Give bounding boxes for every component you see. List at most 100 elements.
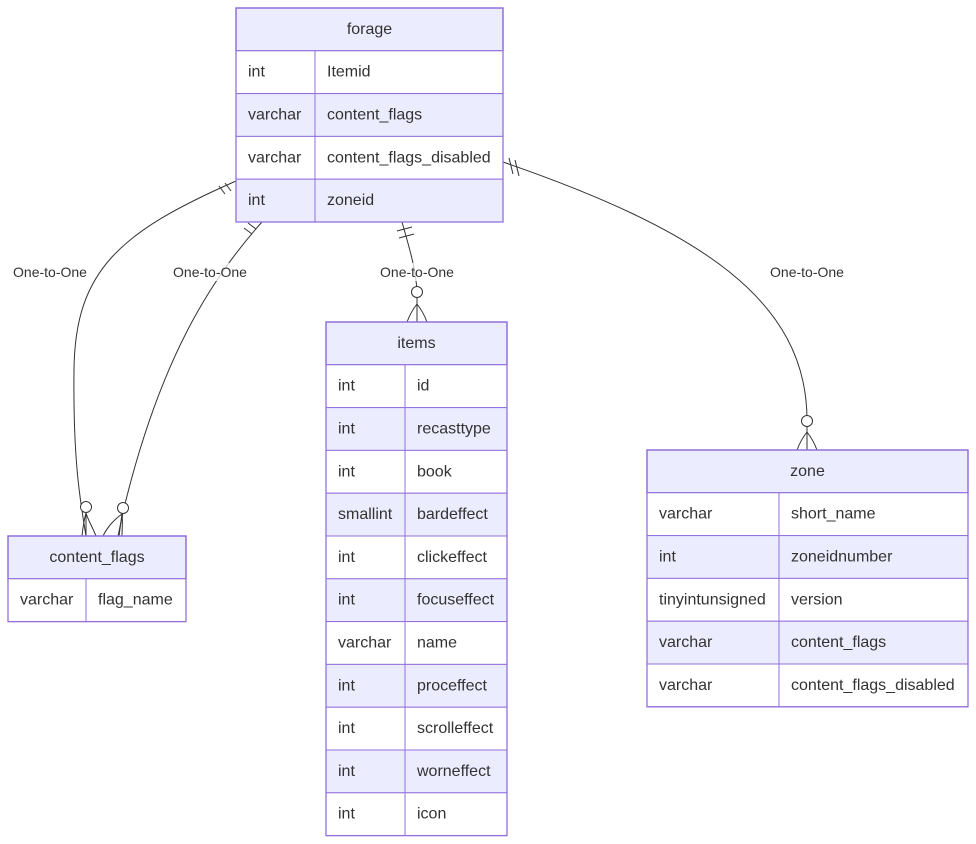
attribute-type-cell (325, 621, 406, 665)
attribute-type: varchar (248, 107, 302, 124)
attribute-name-cell (778, 577, 969, 622)
attribute-type: int (338, 720, 355, 737)
attribute-type: int (338, 763, 355, 780)
cardinality-one-marker (218, 185, 226, 195)
relationship-label-text: One-to-One (13, 264, 87, 280)
attribute-name-cell (404, 749, 508, 794)
attribute-name-cell (778, 620, 969, 665)
table-row: smallint bardeffect (325, 492, 508, 537)
table-row: int recasttype (325, 407, 508, 451)
relationship-label-text: One-to-One (380, 264, 454, 280)
attribute-type-cell (235, 93, 316, 137)
entity-border (235, 7, 504, 223)
attribute-type: int (338, 592, 355, 609)
attribute-type: varchar (659, 677, 713, 694)
cardinality-one-marker (243, 227, 253, 235)
cardinality-one-marker (224, 182, 232, 192)
cardinality-zero-marker (411, 286, 423, 298)
relationship-label-text: One-to-One (770, 264, 844, 280)
label-background (769, 263, 845, 281)
table-row: int scrolleffect (325, 706, 508, 751)
attribute-type: int (248, 192, 265, 209)
relationship-edge (502, 157, 818, 451)
attribute-name: clickeffect (417, 549, 488, 566)
attribute-name: recasttype (417, 421, 491, 438)
attribute-name: flag_name (98, 592, 173, 609)
table-row: int icon (325, 792, 508, 837)
entity-header (7, 535, 187, 580)
attribute-type-cell (646, 535, 780, 579)
table-row: int proceffect (325, 663, 508, 708)
table-row: int zoneid (235, 178, 504, 223)
attribute-type-cell (325, 578, 406, 623)
attribute-name: zoneid (327, 192, 374, 209)
entity-title: content_flags (49, 549, 144, 566)
cardinality-one-marker (398, 233, 415, 239)
attribute-type: varchar (659, 506, 713, 523)
attribute-name-cell (314, 178, 504, 223)
attribute-type-cell (325, 749, 406, 794)
relationship-label: One-to-One (172, 263, 248, 281)
table-row: int focuseffect (325, 578, 508, 623)
attribute-name: bardeffect (417, 506, 488, 523)
entity-title: items (397, 335, 435, 352)
attribute-type-cell (235, 135, 316, 180)
attribute-type: int (338, 806, 355, 823)
attribute-type: smallint (338, 506, 393, 523)
cardinality-one-marker (514, 159, 520, 177)
attribute-name: name (417, 635, 457, 652)
cardinality-one-marker (396, 226, 413, 232)
table-row: int worneffect (325, 749, 508, 794)
attribute-name-cell (404, 364, 508, 409)
attribute-name: version (791, 591, 843, 608)
attribute-name: worneffect (416, 763, 491, 780)
attribute-name-cell (778, 663, 969, 708)
attribute-type: int (338, 421, 355, 438)
attribute-type: varchar (659, 634, 713, 651)
label-background (12, 263, 88, 281)
attribute-name: id (417, 378, 429, 395)
attribute-type: int (338, 677, 355, 694)
attribute-type: int (659, 549, 676, 566)
attribute-name: proceffect (417, 677, 488, 694)
attribute-type-cell (325, 706, 406, 751)
attribute-type-cell (235, 178, 316, 223)
relationship-label: One-to-One (12, 263, 88, 281)
cardinality-one-marker (247, 222, 257, 230)
attribute-type: varchar (338, 635, 392, 652)
attribute-name-cell (404, 449, 508, 494)
cardinality-many-marker (102, 513, 123, 537)
cardinality-many-marker (81, 512, 97, 537)
entity-border (7, 535, 187, 623)
attribute-name: zoneidnumber (791, 549, 893, 566)
relationship-label: One-to-One (379, 263, 455, 281)
attribute-name: focuseffect (417, 592, 495, 609)
cardinality-zero-marker (117, 502, 129, 514)
table-row: int clickeffect (325, 535, 508, 580)
attribute-name: icon (417, 806, 446, 823)
attribute-type: int (338, 549, 355, 566)
relationship-edge (102, 221, 263, 537)
attribute-name-cell (314, 93, 504, 137)
entity-header (235, 7, 504, 52)
relationship-label-text: One-to-One (173, 264, 247, 280)
attribute-name: scrolleffect (417, 720, 494, 737)
attribute-type: varchar (248, 149, 302, 166)
relationship-lines (73, 157, 818, 537)
attribute-type: int (248, 64, 265, 81)
attribute-type-cell (235, 50, 316, 95)
attribute-name-cell (404, 407, 508, 451)
attribute-type: tinyintunsigned (659, 591, 766, 608)
cardinality-many-marker (406, 303, 428, 323)
